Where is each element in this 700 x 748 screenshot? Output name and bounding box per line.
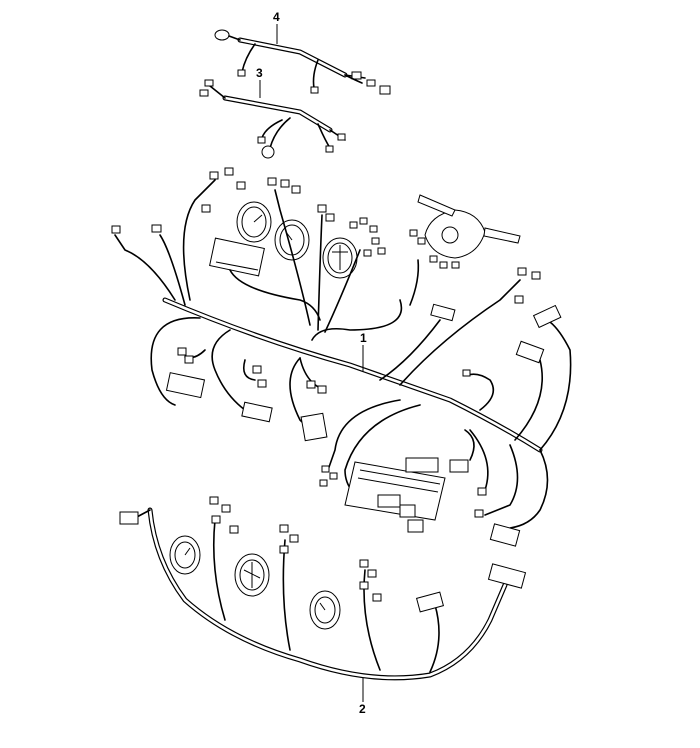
connector-plug — [337, 133, 346, 141]
connector-bundle-cluster — [409, 229, 460, 269]
rectangular-connector — [415, 591, 445, 613]
connector-plug — [351, 71, 362, 80]
connector-plug — [209, 496, 219, 505]
connector-plug — [229, 525, 239, 534]
multi-pin-connector-block — [209, 237, 265, 277]
connector-plug — [306, 380, 316, 389]
connector-plug — [279, 524, 289, 533]
connector-plug — [379, 85, 391, 95]
rectangular-connector — [399, 504, 416, 518]
callout-1: 1 — [360, 331, 367, 345]
connector-plug — [359, 559, 369, 568]
connector-bundle-cluster — [349, 217, 386, 257]
harness-item-2: 2 — [119, 496, 527, 716]
connector-plug — [291, 185, 301, 194]
rectangular-connector — [489, 523, 521, 547]
fuse-relay-board — [344, 457, 469, 533]
connector-plug — [111, 225, 121, 234]
connector-plug — [184, 355, 194, 364]
connector-plug — [367, 569, 377, 578]
connector-plug — [221, 504, 231, 513]
harness-item-3: 3 — [199, 66, 346, 159]
round-plug-connector — [214, 29, 230, 41]
connector-plug — [514, 295, 524, 304]
connector-plug — [372, 593, 382, 602]
connector-plug — [252, 365, 262, 374]
round-plug-connector — [261, 145, 275, 159]
rectangular-connector — [430, 303, 456, 322]
connector-plug — [199, 89, 209, 97]
connector-plug — [236, 181, 246, 190]
gauge-large — [234, 553, 270, 597]
connector-plug — [531, 271, 541, 280]
connector-plug — [317, 385, 327, 394]
connector-plug — [517, 267, 527, 276]
connector-plug — [211, 515, 221, 524]
relay-connector — [300, 412, 328, 442]
connector-plug — [267, 177, 277, 186]
multi-pin-connector-block — [487, 563, 527, 589]
rectangular-connector — [405, 457, 439, 473]
connector-plug — [257, 379, 267, 388]
connector-plug — [474, 509, 484, 518]
callout-2: 2 — [359, 702, 366, 716]
gauge-small — [309, 590, 341, 630]
connector-plug — [209, 171, 219, 180]
multi-pin-connector-block — [165, 372, 206, 399]
connector-plug — [317, 204, 327, 213]
steering-column-switch — [417, 194, 521, 259]
connector-plug — [201, 204, 211, 213]
gauge-combination — [322, 237, 358, 279]
connector-plug — [359, 581, 369, 590]
connector-plug — [151, 224, 162, 233]
connector-bundle-cluster — [319, 465, 338, 487]
rectangular-connector — [449, 459, 469, 473]
gauge-tachometer — [236, 201, 272, 243]
rectangular-connector — [532, 304, 562, 329]
connector-plug — [237, 69, 246, 77]
connector-plug — [177, 347, 187, 356]
callout-3: 3 — [256, 66, 263, 80]
harness-item-1: 1 — [111, 167, 572, 547]
rectangular-connector — [407, 519, 424, 533]
connector-plug — [257, 136, 266, 144]
connector-plug — [204, 79, 214, 87]
harness-item-4: 4 — [214, 10, 391, 95]
connector-plug — [366, 79, 376, 87]
connector-plug — [280, 179, 290, 188]
connector-plug — [462, 369, 471, 377]
rectangular-connector — [119, 511, 139, 525]
connector-plug — [325, 145, 334, 153]
rectangular-connector — [241, 401, 273, 423]
rectangular-connector — [377, 494, 401, 508]
connector-plug — [224, 167, 234, 176]
callout-4: 4 — [273, 10, 280, 24]
rectangular-connector — [515, 340, 545, 364]
connector-plug — [477, 487, 487, 496]
connector-plug — [279, 545, 289, 554]
connector-plug — [289, 534, 299, 543]
connector-plug — [325, 213, 335, 222]
gauge-small — [169, 535, 201, 575]
connector-plug — [310, 86, 319, 94]
